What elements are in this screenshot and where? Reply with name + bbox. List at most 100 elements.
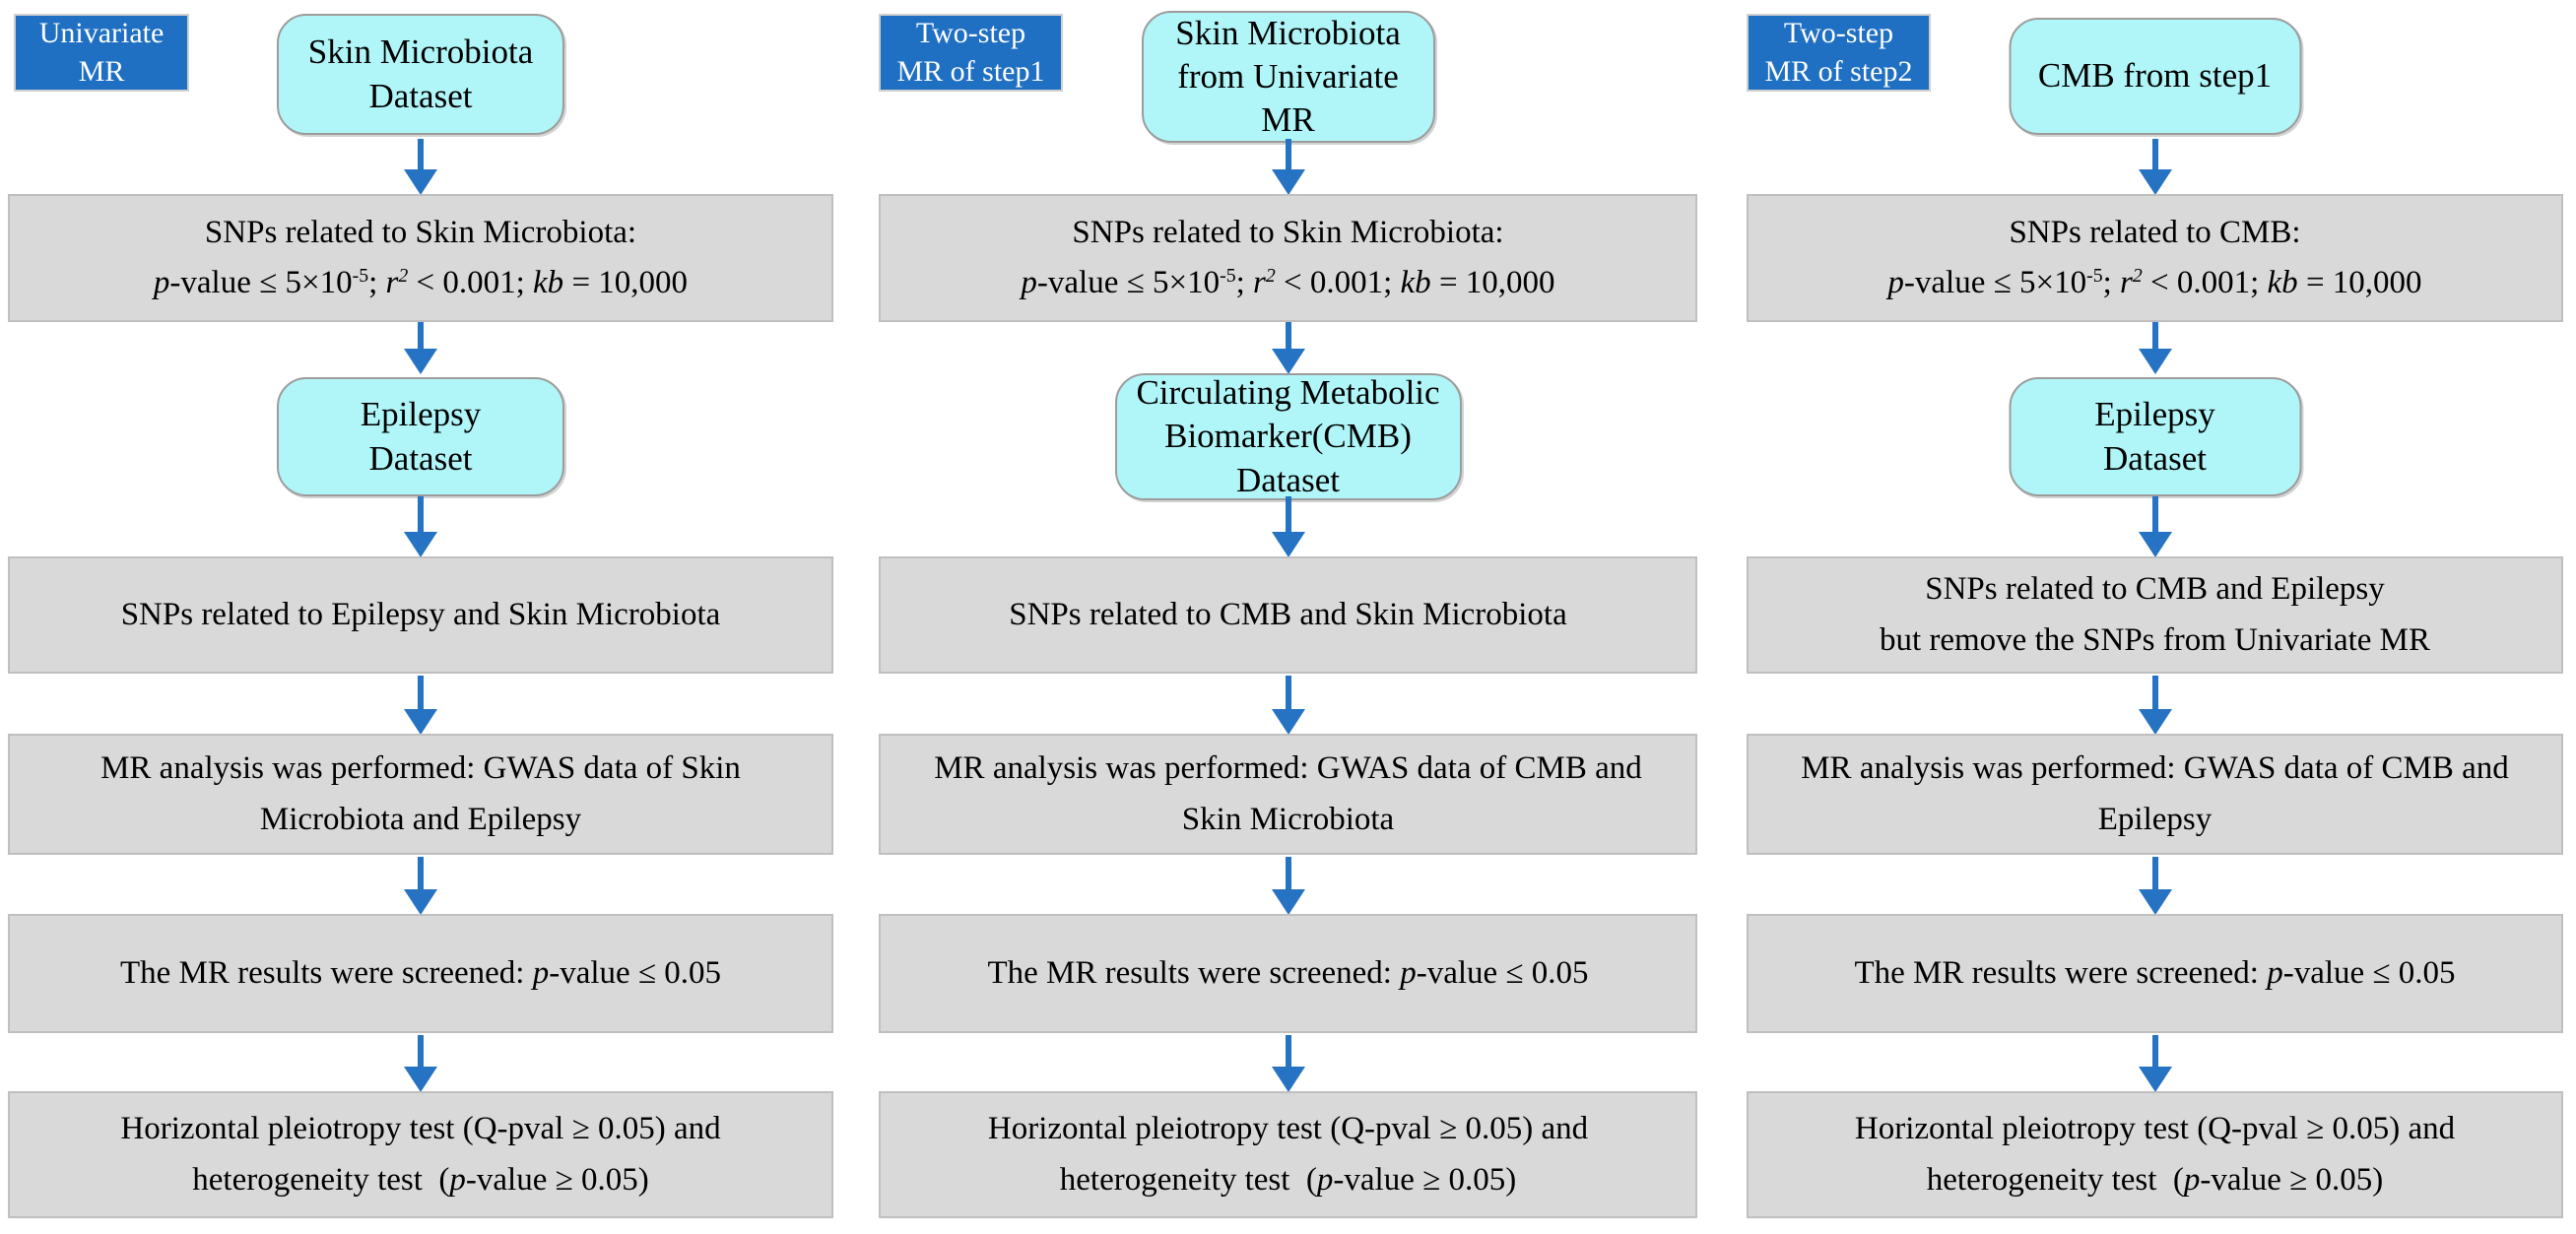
- univariate-mr-column: Univariate MR Skin Microbiota Dataset SN…: [8, 0, 833, 1234]
- formula-exponent: -5: [352, 265, 369, 288]
- snp-heading: SNPs related to CMB:: [2009, 214, 2301, 250]
- two-step-mr-step2-column: Two-step MR of step2 CMB from step1 SNPs…: [1747, 0, 2563, 1234]
- formula-p: p: [153, 265, 170, 300]
- screen-text: The MR results were screened: p-value ≤ …: [987, 948, 1588, 999]
- snp-formula: p-value ≤ 5×10-5; r2 < 0.001; kb = 10,00…: [1887, 258, 2421, 308]
- pleiotropy-line1: Horizontal pleiotropy test (Q-pval ≥ 0.0…: [120, 1111, 721, 1147]
- het-p: p: [1316, 1161, 1334, 1198]
- arrow-head-icon: [2138, 169, 2172, 195]
- arrow-head-icon: [1271, 1067, 1305, 1092]
- arrow-line: [418, 676, 424, 713]
- screen-seg2: -value ≤ 0.05: [549, 954, 722, 991]
- het-p: p: [2183, 1161, 2201, 1198]
- arrow-line: [1285, 676, 1291, 713]
- formula-p: p: [1887, 265, 1904, 300]
- formula-r: r: [2120, 265, 2133, 300]
- formula-seg4: = 10,000: [2297, 265, 2422, 300]
- formula-seg3: < 0.001;: [408, 265, 534, 300]
- formula-seg1: -value ≤ 5×10: [1036, 265, 1221, 300]
- dataset-node-source: Skin Microbiota Dataset: [277, 14, 564, 135]
- arrow-line: [1285, 1035, 1291, 1071]
- step-mr-analysis: MR analysis was performed: GWAS data of …: [879, 734, 1697, 855]
- pleiotropy-line1: Horizontal pleiotropy test (Q-pval ≥ 0.0…: [987, 1111, 1589, 1147]
- screen-seg2: -value ≤ 0.05: [1416, 954, 1589, 991]
- formula-kb: kb: [2267, 265, 2298, 300]
- arrow-line: [418, 857, 424, 893]
- formula-seg1: -value ≤ 5×10: [169, 265, 353, 300]
- snp-heading: SNPs related to Skin Microbiota:: [1072, 214, 1504, 250]
- arrow-head-icon: [404, 169, 437, 195]
- formula-seg2: ;: [368, 265, 386, 300]
- arrow-head-icon: [2138, 532, 2172, 557]
- step-results-screened: The MR results were screened: p-value ≤ …: [1747, 914, 2563, 1033]
- step-snp-selection: SNPs related to Skin Microbiota: p-value…: [8, 194, 833, 322]
- arrow-head-icon: [404, 709, 437, 735]
- method-label: Two-step MR of step2: [1747, 14, 1931, 92]
- het-seg2: -value ≥ 0.05): [465, 1161, 649, 1198]
- arrow-line: [2151, 496, 2158, 536]
- formula-r-exponent: 2: [1265, 265, 1276, 288]
- formula-exponent: -5: [2086, 265, 2103, 288]
- dataset-node-source: Skin Microbiota from Univariate MR: [1141, 11, 1435, 143]
- step-snp-overlap: SNPs related to CMB and Epilepsy but rem…: [1747, 556, 2563, 674]
- arrow-head-icon: [1271, 349, 1305, 374]
- formula-seg3: < 0.001;: [1275, 265, 1401, 300]
- arrow-head-icon: [2138, 709, 2172, 735]
- formula-kb: kb: [533, 265, 564, 300]
- dataset-node-outcome: Circulating Metabolic Biomarker(CMB) Dat…: [1114, 373, 1462, 500]
- step-mr-analysis: MR analysis was performed: GWAS data of …: [1747, 734, 2563, 855]
- het-seg1: heterogeneity test (: [192, 1161, 450, 1198]
- screen-p: p: [532, 954, 550, 991]
- method-label: Univariate MR: [14, 14, 189, 92]
- formula-r-exponent: 2: [2132, 265, 2143, 288]
- arrow-line: [2151, 857, 2158, 893]
- formula-exponent: -5: [1220, 265, 1236, 288]
- screen-p: p: [1400, 954, 1417, 991]
- dataset-node-outcome: Epilepsy Dataset: [277, 377, 564, 496]
- formula-r: r: [385, 265, 399, 300]
- pleiotropy-line2: heterogeneity test (p-value ≥ 0.05): [1927, 1155, 2383, 1205]
- formula-seg1: -value ≤ 5×10: [1903, 265, 2087, 300]
- het-seg1: heterogeneity test (: [1926, 1161, 2184, 1198]
- screen-text: The MR results were screened: p-value ≤ …: [120, 948, 721, 999]
- arrow-line: [2151, 139, 2158, 173]
- arrow-head-icon: [404, 532, 437, 557]
- step-results-screened: The MR results were screened: p-value ≤ …: [879, 914, 1697, 1033]
- step-mr-analysis: MR analysis was performed: GWAS data of …: [8, 734, 833, 855]
- screen-text: The MR results were screened: p-value ≤ …: [1854, 948, 2455, 999]
- arrow-head-icon: [1271, 532, 1305, 557]
- arrow-head-icon: [2138, 889, 2172, 915]
- arrow-head-icon: [2138, 349, 2172, 374]
- arrow-line: [418, 1035, 424, 1071]
- snp-formula: p-value ≤ 5×10-5; r2 < 0.001; kb = 10,00…: [154, 258, 688, 308]
- pleiotropy-line2: heterogeneity test (p-value ≥ 0.05): [1060, 1155, 1516, 1205]
- formula-seg2: ;: [1235, 265, 1254, 300]
- arrow-head-icon: [1271, 169, 1305, 195]
- formula-r: r: [1253, 265, 1266, 300]
- pleiotropy-line2: heterogeneity test (p-value ≥ 0.05): [192, 1155, 648, 1205]
- formula-r-exponent: 2: [398, 265, 409, 288]
- formula-seg2: ;: [2102, 265, 2121, 300]
- arrow-line: [1285, 857, 1291, 893]
- arrow-line: [1285, 139, 1291, 173]
- het-seg1: heterogeneity test (: [1059, 1161, 1317, 1198]
- arrow-head-icon: [404, 1067, 437, 1092]
- screen-seg2: -value ≤ 0.05: [2282, 954, 2456, 991]
- formula-kb: kb: [1400, 265, 1431, 300]
- het-seg2: -value ≥ 0.05): [2200, 1161, 2384, 1198]
- dataset-node-outcome: Epilepsy Dataset: [2009, 377, 2301, 496]
- screen-seg1: The MR results were screened:: [987, 954, 1401, 991]
- pleiotropy-line1: Horizontal pleiotropy test (Q-pval ≥ 0.0…: [1854, 1111, 2456, 1147]
- screen-seg1: The MR results were screened:: [119, 954, 533, 991]
- formula-seg3: < 0.001;: [2142, 265, 2268, 300]
- arrow-line: [1285, 322, 1291, 353]
- dataset-node-source: CMB from step1: [2009, 18, 2301, 135]
- screen-p: p: [2267, 954, 2283, 991]
- arrow-line: [2151, 322, 2158, 353]
- arrow-line: [418, 322, 424, 353]
- method-label: Two-step MR of step1: [879, 14, 1063, 92]
- step-sensitivity-tests: Horizontal pleiotropy test (Q-pval ≥ 0.0…: [8, 1091, 833, 1218]
- formula-p: p: [1021, 265, 1037, 300]
- het-p: p: [449, 1161, 466, 1198]
- step-snp-overlap: SNPs related to CMB and Skin Microbiota: [879, 556, 1697, 674]
